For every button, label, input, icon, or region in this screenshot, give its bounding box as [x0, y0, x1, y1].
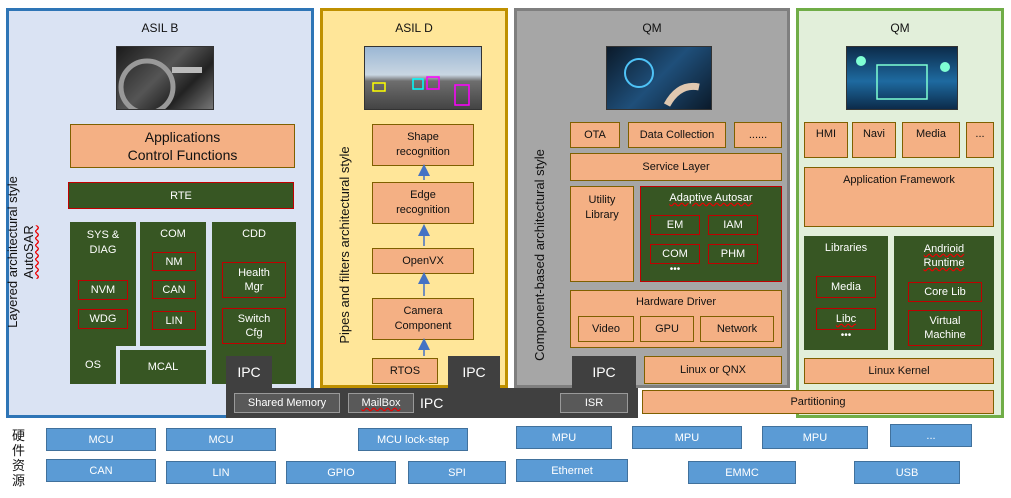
shape-recognition-box: Shape recognition [372, 124, 474, 166]
infotainment-image [846, 46, 958, 110]
nm-box: NM [152, 252, 196, 271]
ara-com-box: COM [650, 244, 700, 264]
em-box: EM [650, 215, 700, 235]
road-camera-image [364, 46, 482, 110]
can-stack-box: CAN [152, 280, 196, 299]
qm-1-side-label: Component-based architectural style [532, 149, 547, 361]
ota-box: OTA [570, 122, 620, 148]
linux-kernel-box: Linux Kernel [804, 358, 994, 384]
pipeline-arrows [418, 164, 430, 356]
touch-dashboard-image [606, 46, 712, 110]
hardware-mcu-lock-step-box: MCU lock-step [358, 428, 468, 451]
utility-library-box: Utility Library [570, 186, 634, 282]
steering-wheel-image [116, 46, 214, 110]
android-runtime-label: Andrioid Runtime [923, 243, 965, 269]
hardware-can-box: CAN [46, 459, 156, 482]
hardware-spi-box: SPI [408, 461, 506, 484]
rte-box: RTE [68, 182, 294, 209]
camera-component-box: Camera Component [372, 298, 474, 340]
wdg-box: WDG [78, 309, 128, 329]
hardware-mcu-box: MCU [46, 428, 156, 451]
phm-box: PHM [708, 244, 758, 264]
hardware-ethernet-box: Ethernet [516, 459, 628, 482]
hardware-mpu-box: MPU [762, 426, 868, 449]
qm1-more-box: ...... [734, 122, 782, 148]
partitioning-box: Partitioning [642, 390, 994, 414]
asil-b-title: ASIL B [141, 21, 179, 35]
iam-box: IAM [708, 215, 758, 235]
media-app-box: Media [902, 122, 960, 158]
data-collection-box: Data Collection [628, 122, 726, 148]
hardware-mpu-box: MPU [516, 426, 612, 449]
openvx-box: OpenVX [372, 248, 474, 274]
health-mgr-box: Health Mgr [222, 262, 286, 298]
application-framework-box: Application Framework [804, 167, 994, 227]
hardware-gpio-box: GPIO [286, 461, 396, 484]
mcal-box: MCAL [120, 350, 206, 384]
hmi-box: HMI [804, 122, 848, 158]
libraries-label: Libraries [824, 242, 868, 254]
rtos-box: RTOS [372, 358, 438, 384]
libraries-more-dots: ••• [840, 330, 852, 341]
virtual-machine-box: Virtual Machine [908, 310, 982, 346]
network-box: Network [700, 316, 774, 342]
ipc-box-qm: IPC [572, 356, 636, 388]
ipc-box-asil-b: IPC [226, 356, 272, 388]
shared-memory-box: Shared Memory [234, 393, 340, 413]
lib-media-box: Media [816, 276, 876, 298]
nvm-box: NVM [78, 280, 128, 300]
qm-1-title: QM [642, 21, 662, 35]
libc-box: Libc [816, 308, 876, 330]
edge-recognition-box: Edge recognition [372, 182, 474, 224]
hardware-lin-box: LIN [166, 461, 276, 484]
hardware-mpu-box: MPU [632, 426, 742, 449]
mailbox-box: MailBox [348, 393, 414, 413]
hardware-mcu-box: MCU [166, 428, 276, 451]
navi-box: Navi [852, 122, 896, 158]
core-lib-box: Core Lib [908, 282, 982, 302]
switch-cfg-box: Switch Cfg [222, 308, 286, 344]
hardware---box: ... [890, 424, 972, 447]
isr-box: ISR [560, 393, 628, 413]
hardware-usb-box: USB [854, 461, 960, 484]
sys-diag-label: SYS & DIAG [86, 229, 120, 256]
adaptive-autosar-label: Adaptive Autosar [669, 192, 753, 204]
applications-box: Applications Control Functions [70, 124, 295, 168]
qm-2-title: QM [890, 21, 910, 35]
cdd-label: CDD [242, 228, 266, 240]
service-layer-box: Service Layer [570, 153, 782, 181]
gpu-box: GPU [640, 316, 694, 342]
com-stack-label: COM [160, 228, 186, 240]
asil-d-side-label: Pipes and filters architectural style [337, 146, 352, 344]
adaptive-more-dots: ••• [669, 264, 681, 275]
hardware-resources-label: 硬件资源 [12, 428, 26, 488]
ipc-bar-label: IPC [420, 395, 444, 411]
os-box: OS [70, 346, 116, 384]
lin-stack-box: LIN [152, 311, 196, 330]
video-box: Video [578, 316, 634, 342]
linux-qnx-box: Linux or QNX [644, 356, 782, 384]
qm2-more-box: ... [966, 122, 994, 158]
asil-d-title: ASIL D [395, 21, 433, 35]
hardware-emmc-box: EMMC [688, 461, 796, 484]
ipc-box-asil-d: IPC [448, 356, 500, 388]
